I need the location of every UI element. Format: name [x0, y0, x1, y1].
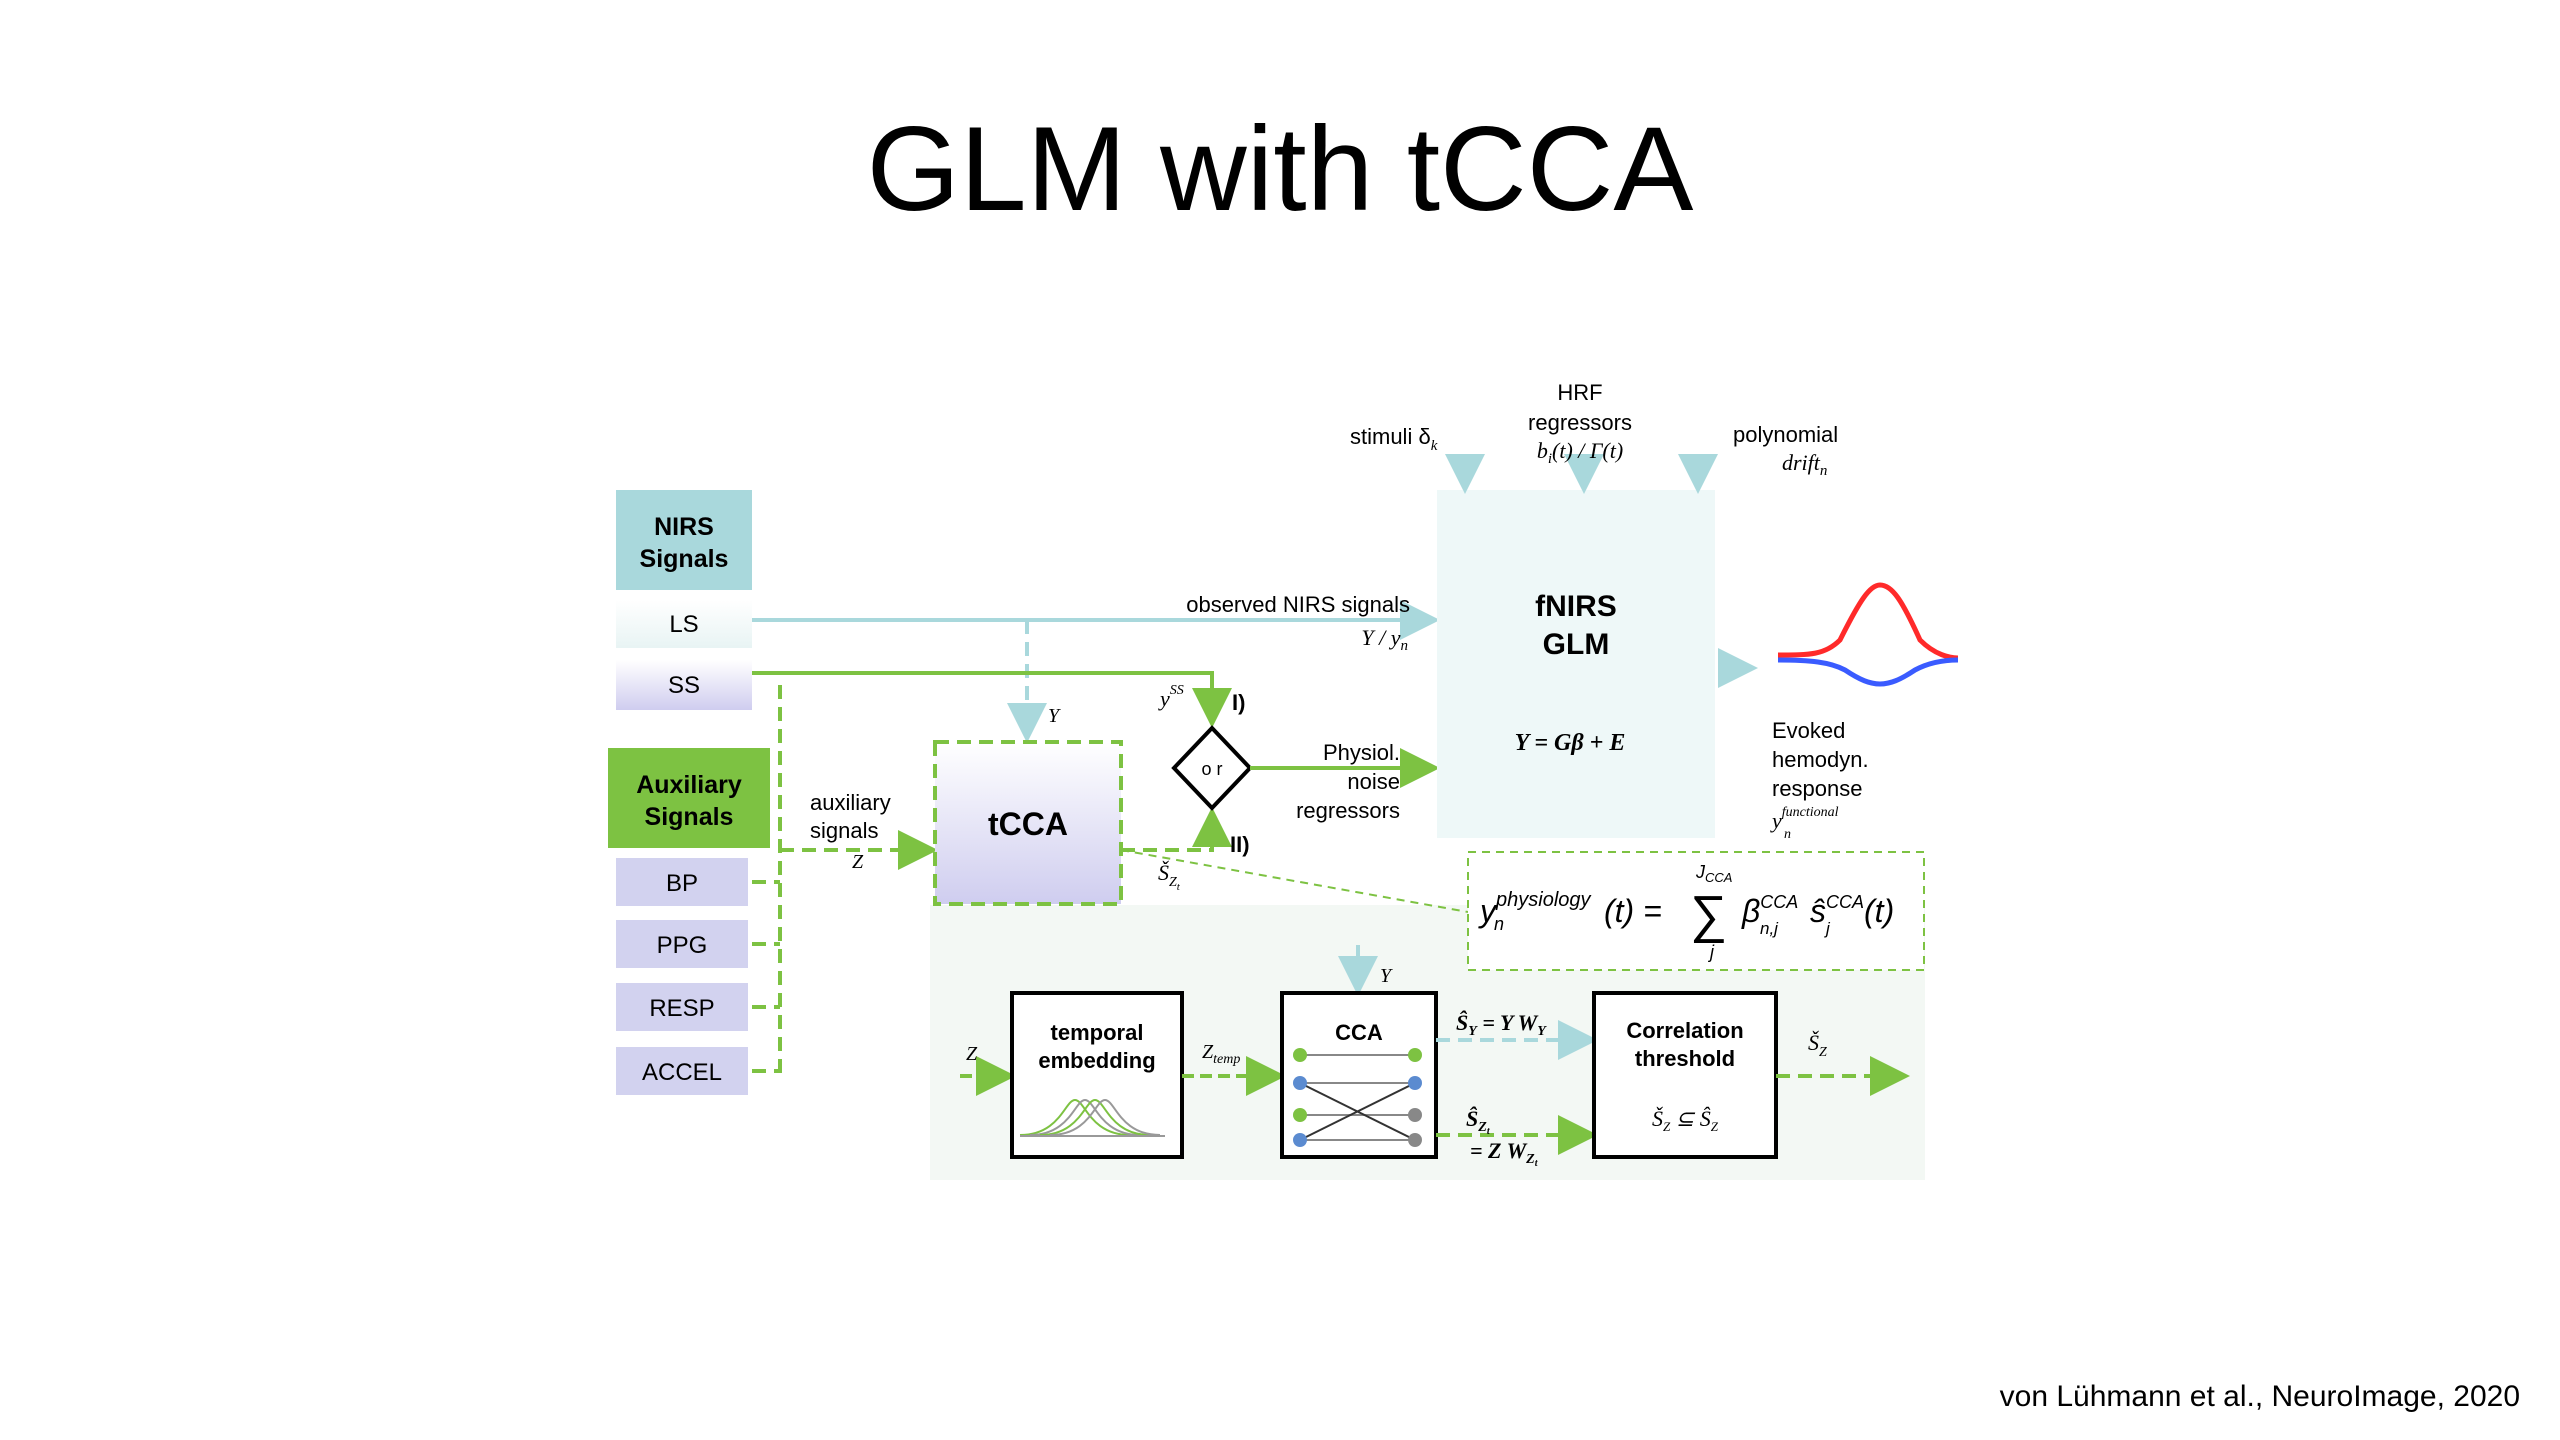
resp-box	[616, 983, 748, 1031]
formula-box	[1467, 851, 1925, 971]
physiology-formula: yphysiology n (t) = ∑ JCCA j βCCA n,j ŝC…	[1478, 862, 1894, 962]
hrf-label-1: HRF	[1557, 380, 1602, 405]
y-label: Y	[1048, 705, 1061, 727]
response-label-1: Evoked	[1772, 718, 1845, 743]
hrf-label-2: regressors	[1528, 410, 1632, 435]
aux-z-label: Z	[852, 851, 864, 873]
glm-equation: Y = Gβ + E	[1515, 730, 1626, 756]
physio-label-1: Physiol.	[1323, 740, 1400, 765]
auxiliary-signals-label-1: Auxiliary	[636, 771, 742, 799]
svg-text:ŝCCA(t): ŝCCA(t)	[1810, 892, 1894, 929]
correlation-threshold-box	[1592, 991, 1778, 1159]
auxiliary-signals-label-2: Signals	[645, 803, 734, 831]
decision-diamond	[1171, 725, 1253, 811]
observed-y-label: Y / yn	[1361, 625, 1408, 654]
output-sz-label: ŠZ	[1808, 1030, 1827, 1060]
sz-equation-2: = Z WZt	[1470, 1138, 1539, 1169]
temporal-embedding-box	[1010, 991, 1184, 1159]
sz-equation-1: ŜZt	[1466, 1106, 1491, 1137]
hbr-curve	[1777, 657, 1959, 687]
svg-text:(t) =: (t) =	[1604, 893, 1662, 929]
aux-signals-label-2: signals	[810, 818, 878, 843]
svg-text:j: j	[1707, 942, 1715, 962]
polynomial-label-2: driftn	[1782, 450, 1827, 479]
auxiliary-signals-box	[608, 748, 770, 848]
svg-text:βCCA: βCCA	[1741, 892, 1798, 929]
response-y-label: yfunctional	[1770, 805, 1839, 833]
response-y-sub: n	[1784, 827, 1791, 842]
aux-signals-label-1: auxiliary	[810, 790, 891, 815]
tcca-to-decision-arrow	[1121, 807, 1232, 852]
aux-collector-lines	[752, 685, 782, 1073]
ss-to-decision-arrow	[752, 671, 1232, 728]
ppg-box	[616, 920, 748, 968]
sz-label: ŠZt	[1158, 860, 1181, 893]
correlation-label-1: Correlation	[1626, 1018, 1743, 1043]
ztemp-label: Ztemp	[1202, 1041, 1240, 1067]
decision-or-label: o r	[1201, 759, 1222, 779]
response-label-2: hemodyn.	[1772, 747, 1869, 772]
observed-signals-label: observed NIRS signals	[1186, 592, 1410, 617]
svg-text:∑: ∑	[1690, 886, 1727, 944]
glm-box	[1437, 490, 1715, 838]
hbo-curve	[1777, 582, 1959, 661]
embedding-waves-icon	[1019, 1098, 1165, 1137]
ls-box	[616, 600, 752, 648]
physio-label-2: noise	[1347, 769, 1400, 794]
case-1-label: I)	[1232, 690, 1245, 715]
correlation-label-2: threshold	[1635, 1046, 1735, 1071]
ppg-label: PPG	[657, 932, 708, 959]
cca-network-icon	[1293, 1048, 1422, 1147]
case-2-label: II)	[1230, 832, 1250, 857]
resp-label: RESP	[649, 995, 714, 1022]
sy-equation: ŜY = Y WY	[1456, 1010, 1547, 1039]
response-label-3: response	[1772, 776, 1863, 801]
svg-text:n: n	[1494, 914, 1504, 934]
svg-text:j: j	[1824, 919, 1831, 938]
yss-label: ySS	[1158, 683, 1184, 711]
glm-label-2: GLM	[1543, 628, 1610, 661]
cca-box	[1280, 991, 1438, 1159]
svg-text:n,j: n,j	[1760, 919, 1779, 938]
slide-title: GLM with tCCA	[866, 102, 1694, 236]
ss-box	[616, 660, 752, 710]
nirs-signals-box	[616, 490, 752, 590]
nirs-signals-group: NIRS Signals LS SS	[616, 490, 752, 710]
ls-label: LS	[669, 611, 698, 638]
polynomial-label-1: polynomial	[1733, 422, 1838, 447]
pipeline-z-label: Z	[966, 1043, 978, 1065]
glm-label-1: fNIRS	[1535, 590, 1617, 623]
physio-label-3: regressors	[1296, 798, 1400, 823]
temporal-label-2: embedding	[1038, 1048, 1155, 1073]
ss-label: SS	[668, 672, 700, 699]
svg-text:JCCA: JCCA	[1695, 862, 1732, 885]
bp-box	[616, 858, 748, 906]
tcca-label: tCCA	[988, 806, 1068, 842]
correlation-equation: ŠZ ⊆ ŜZ	[1652, 1106, 1719, 1134]
pipeline-y-label: Y	[1380, 965, 1393, 987]
formula-connector	[1120, 849, 1469, 913]
auxiliary-signals-group: Auxiliary Signals BP PPG RESP ACCEL	[608, 748, 770, 1095]
svg-text:yphysiology: yphysiology	[1478, 889, 1592, 929]
nirs-signals-label-2: Signals	[640, 545, 729, 573]
nirs-signals-label-1: NIRS	[654, 513, 714, 541]
cca-label: CCA	[1335, 1020, 1383, 1045]
stimuli-label: stimuli δk	[1350, 424, 1438, 454]
bp-label: BP	[666, 870, 698, 897]
tcca-box	[933, 740, 1123, 906]
accel-label: ACCEL	[642, 1059, 722, 1086]
citation: von Lühmann et al., NeuroImage, 2020	[1999, 1380, 2520, 1413]
temporal-label-1: temporal	[1051, 1020, 1144, 1045]
accel-box	[616, 1047, 748, 1095]
hrf-label-3: bi(t) / Γ(t)	[1537, 438, 1623, 467]
